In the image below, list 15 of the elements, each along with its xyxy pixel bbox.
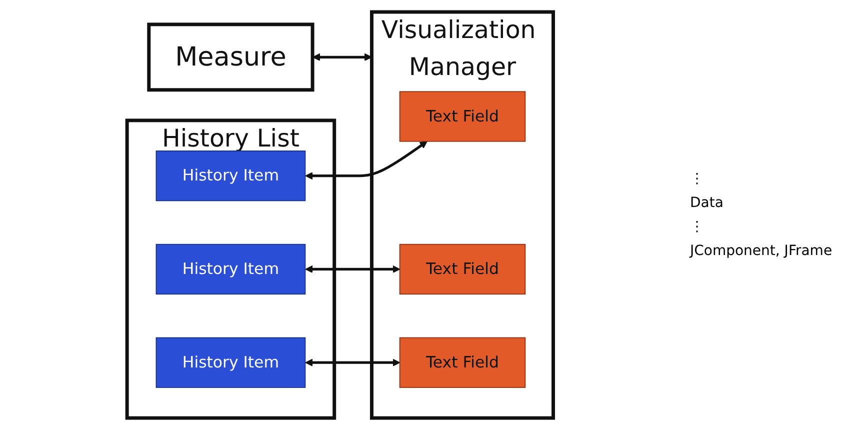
arrow [305, 141, 428, 180]
node-box: Text Field [399, 337, 526, 388]
node-box: Text Field [399, 91, 526, 142]
arrow [305, 265, 400, 274]
note-label: ⋮ [690, 171, 705, 187]
node-box: History Item [156, 244, 306, 295]
arrow [305, 358, 400, 366]
note-label: ⋮ [690, 219, 705, 235]
arrow [312, 53, 372, 61]
node-box: History Item [156, 337, 306, 388]
note-label: Data [690, 195, 724, 211]
note-label: JComponent, JFrame [690, 243, 834, 259]
node-box: History Item [156, 150, 306, 202]
node-box: Measure [146, 22, 314, 92]
node-box: Text Field [399, 244, 526, 295]
